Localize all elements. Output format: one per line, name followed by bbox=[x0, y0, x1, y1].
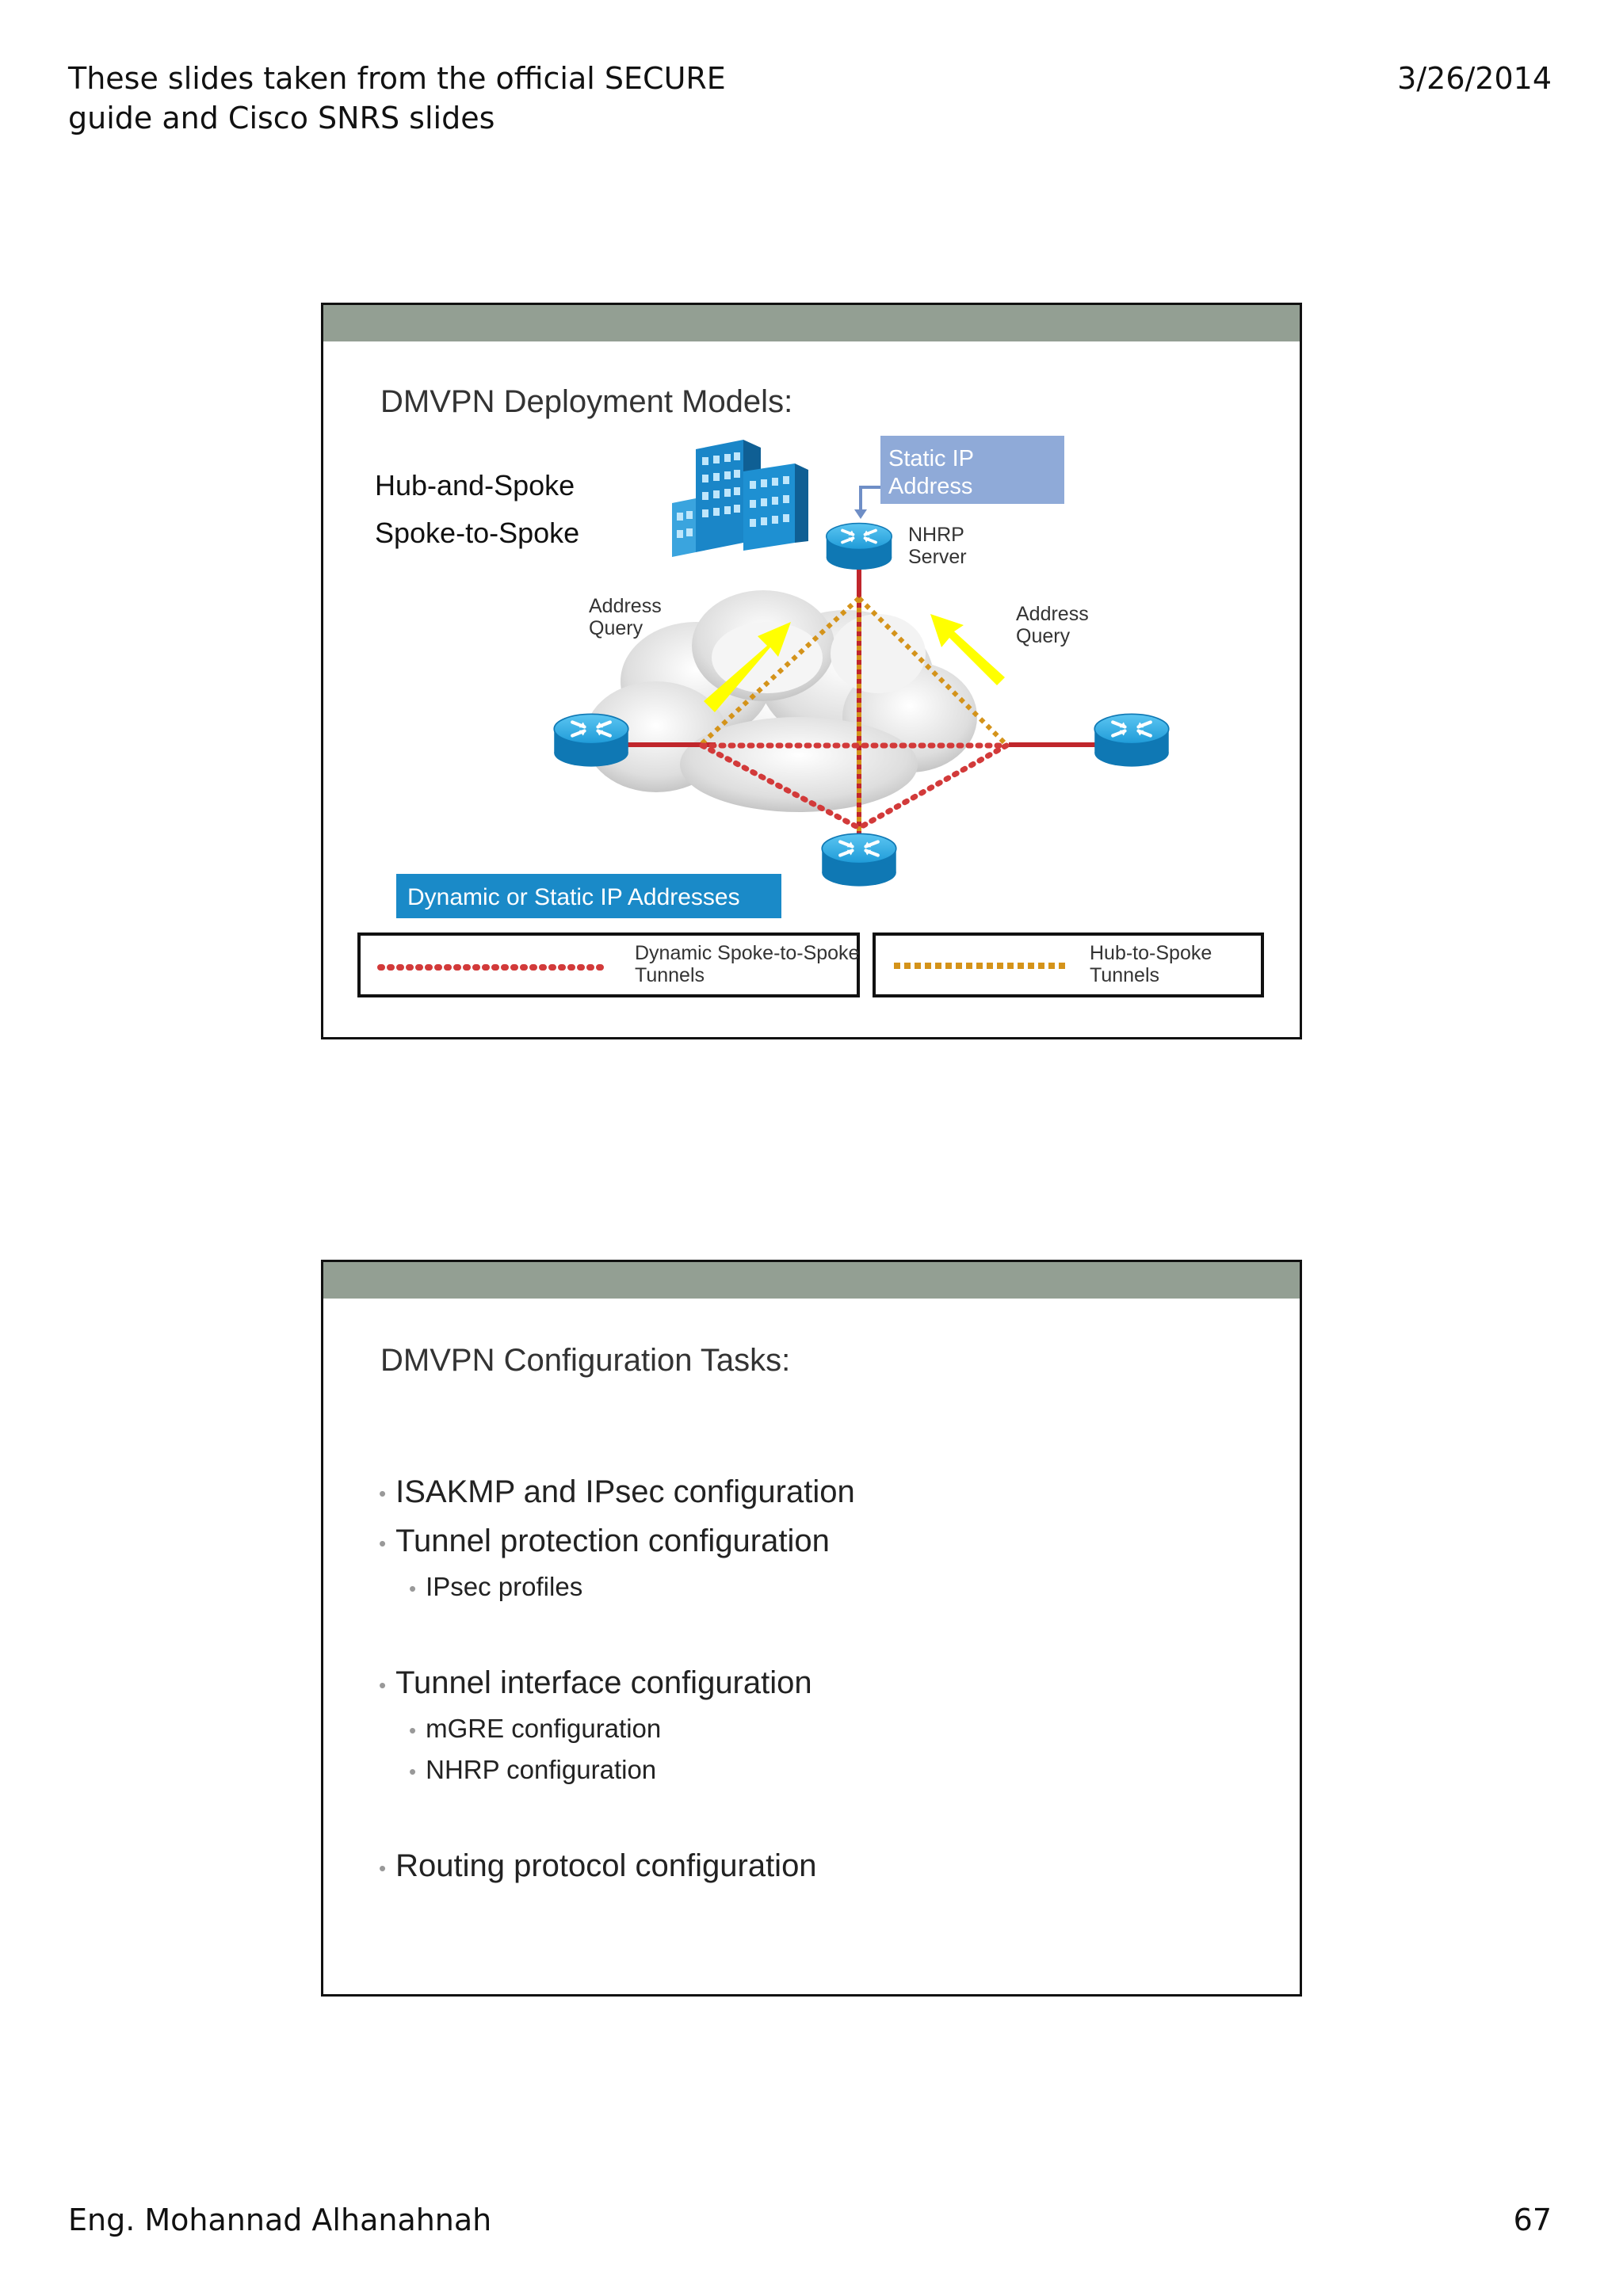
nhrp-label-1: NHRP bbox=[908, 524, 964, 546]
list-subitem: •mGRE configuration bbox=[409, 1713, 662, 1743]
page-number: 67 bbox=[1513, 2203, 1552, 2237]
header-date: 3/26/2014 bbox=[1397, 61, 1552, 96]
slide-configuration-tasks: DMVPN Configuration Tasks: •ISAKMP and I… bbox=[321, 1260, 1302, 1997]
static-ip-pointer bbox=[859, 486, 880, 513]
spoke-to-spoke-tunnels bbox=[699, 742, 1010, 831]
building-icon bbox=[672, 440, 808, 557]
static-ip-pointer-head bbox=[854, 509, 867, 519]
footer-author: Eng. Mohannad Alhanahnah bbox=[68, 2203, 492, 2237]
legend-dynamic-label-2: Tunnels bbox=[635, 964, 705, 986]
header-source-note: These slides taken from the official SEC… bbox=[68, 59, 781, 138]
model-hub-and-spoke: Hub-and-Spoke bbox=[375, 469, 575, 502]
dynamic-ip-box bbox=[396, 874, 781, 918]
hub-to-spoke-tunnels bbox=[698, 596, 1009, 852]
list-item: •Tunnel interface configuration bbox=[379, 1665, 812, 1701]
task-list: •ISAKMP and IPsec configuration •Tunnel … bbox=[379, 1468, 1268, 1892]
list-item: •ISAKMP and IPsec configuration bbox=[379, 1474, 855, 1509]
query-right-2: Query bbox=[1016, 625, 1071, 647]
header-line-1: These slides taken from the official SEC… bbox=[68, 61, 726, 96]
static-ip-label-2: Address bbox=[888, 474, 972, 499]
query-left-2: Query bbox=[589, 617, 643, 639]
router-icon bbox=[1094, 714, 1169, 766]
query-right-1: Address bbox=[1016, 603, 1089, 625]
slide-title-bar bbox=[323, 305, 1300, 341]
list-item: •Tunnel protection configuration bbox=[379, 1524, 830, 1559]
dmvpn-diagram: Hub-and-Spoke Spoke-to-Spoke bbox=[357, 436, 1264, 997]
query-left-1: Address bbox=[589, 595, 662, 617]
legend-dynamic-label-1: Dynamic Spoke-to-Spoke bbox=[635, 942, 859, 964]
dynamic-ip-label: Dynamic or Static IP Addresses bbox=[407, 884, 740, 910]
slide-title-bar bbox=[323, 1262, 1300, 1299]
slide-title: DMVPN Deployment Models: bbox=[380, 384, 793, 419]
arrow-icon bbox=[704, 614, 1005, 712]
legend-hub-label-2: Tunnels bbox=[1090, 964, 1159, 986]
legend-dynamic bbox=[357, 933, 860, 997]
router-icon bbox=[822, 833, 896, 886]
list-subitem: •IPsec profiles bbox=[409, 1571, 583, 1601]
list-subitem: •NHRP configuration bbox=[409, 1754, 657, 1784]
static-ip-label-1: Static IP bbox=[888, 446, 974, 471]
legend-hub-label-1: Hub-to-Spoke bbox=[1090, 942, 1212, 964]
slide-title: DMVPN Configuration Tasks: bbox=[380, 1343, 791, 1378]
model-spoke-to-spoke: Spoke-to-Spoke bbox=[375, 517, 579, 549]
list-item: •Routing protocol configuration bbox=[379, 1848, 817, 1884]
router-icon bbox=[554, 714, 628, 766]
header-line-2: guide and Cisco SNRS slides bbox=[68, 101, 495, 135]
static-ip-box bbox=[880, 436, 1064, 504]
cloud-icon bbox=[585, 590, 977, 812]
router-icon bbox=[824, 521, 894, 571]
slide-deployment-models: DMVPN Deployment Models: bbox=[321, 303, 1302, 1039]
nhrp-label-2: Server bbox=[908, 546, 967, 568]
